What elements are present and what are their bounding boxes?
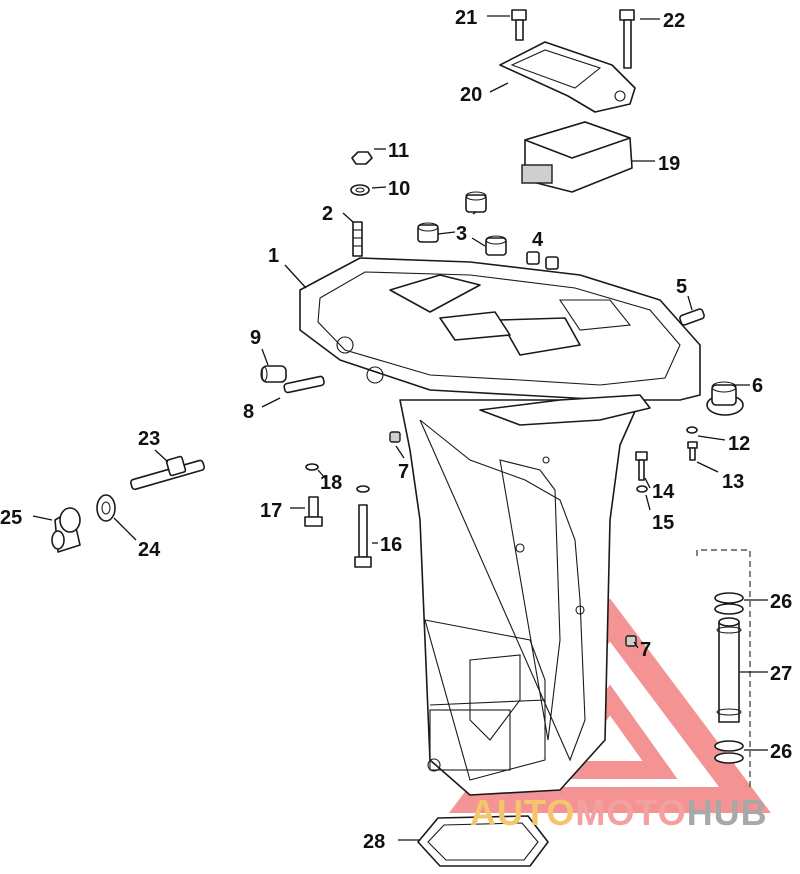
part-20-bracket-plate [499,41,636,113]
part-2-stud [352,221,363,257]
part-9-fitting [260,365,287,383]
callout-26b: 26 [770,741,792,763]
part-15-washer [636,485,648,493]
callout-15: 15 [652,512,674,534]
callout-14: 14 [652,481,675,503]
callout-16: 16 [380,534,402,556]
part-3-grommets [417,191,507,256]
callout-17: 17 [260,500,282,522]
leader-lines [32,15,768,841]
watermark-moto: MOTO [575,792,687,833]
callout-12: 12 [728,433,750,455]
callout-13: 13 [722,471,744,493]
part-18-washers [305,463,370,493]
callout-26a: 26 [770,591,792,613]
callout-27: 27 [770,663,792,685]
part-14-bolt [635,451,648,481]
part-23-stud [129,455,205,491]
callout-8: 8 [243,401,254,423]
callout-28: 28 [363,831,385,853]
callout-25: 25 [0,507,22,529]
callout-2: 2 [322,203,333,225]
part-5-fitting [679,308,705,326]
callout-labels: 21 22 20 19 11 10 2 3 4 1 5 9 6 8 12 23 … [0,7,792,853]
watermark-hub: HUB [686,792,768,833]
part-13-screw [687,441,698,461]
part-6-plug [706,381,744,416]
callout-7b: 7 [640,639,651,661]
callout-23: 23 [138,428,160,450]
part-21-short-bolt [511,9,527,41]
part-16-long-bolt [354,504,372,568]
callout-24: 24 [138,539,161,561]
part-25-mount [51,507,81,553]
watermark-text: AUTOMOTOHUB [470,792,768,834]
callout-5: 5 [676,276,687,298]
part-7-screw [389,431,637,647]
part-4-bushings [526,251,559,270]
part-28-gasket [417,815,549,867]
callout-18: 18 [320,472,342,494]
callout-22: 22 [663,10,685,32]
callout-1: 1 [268,245,279,267]
part-11-nut [351,151,373,165]
part-22-long-bolt [619,9,635,69]
watermark-auto: AUTO [470,792,576,833]
callout-9: 9 [250,327,261,349]
callout-19: 19 [658,153,680,175]
part-19-module [521,121,633,193]
part-24-washer [96,494,116,522]
part-26-27-water-tube [696,549,751,790]
part-1-adapter-housing [299,257,701,796]
callout-3: 3 [456,223,467,245]
callout-6: 6 [752,375,763,397]
callout-7a: 7 [398,461,409,483]
part-12-washer [686,426,698,434]
part-10-washer [350,184,370,196]
callout-21: 21 [455,7,477,29]
callout-10: 10 [388,178,410,200]
callout-4: 4 [532,229,544,251]
callout-20: 20 [460,84,482,106]
callout-11: 11 [388,140,409,162]
part-8-barb-fitting [283,375,325,394]
part-17-bolt [304,496,323,527]
